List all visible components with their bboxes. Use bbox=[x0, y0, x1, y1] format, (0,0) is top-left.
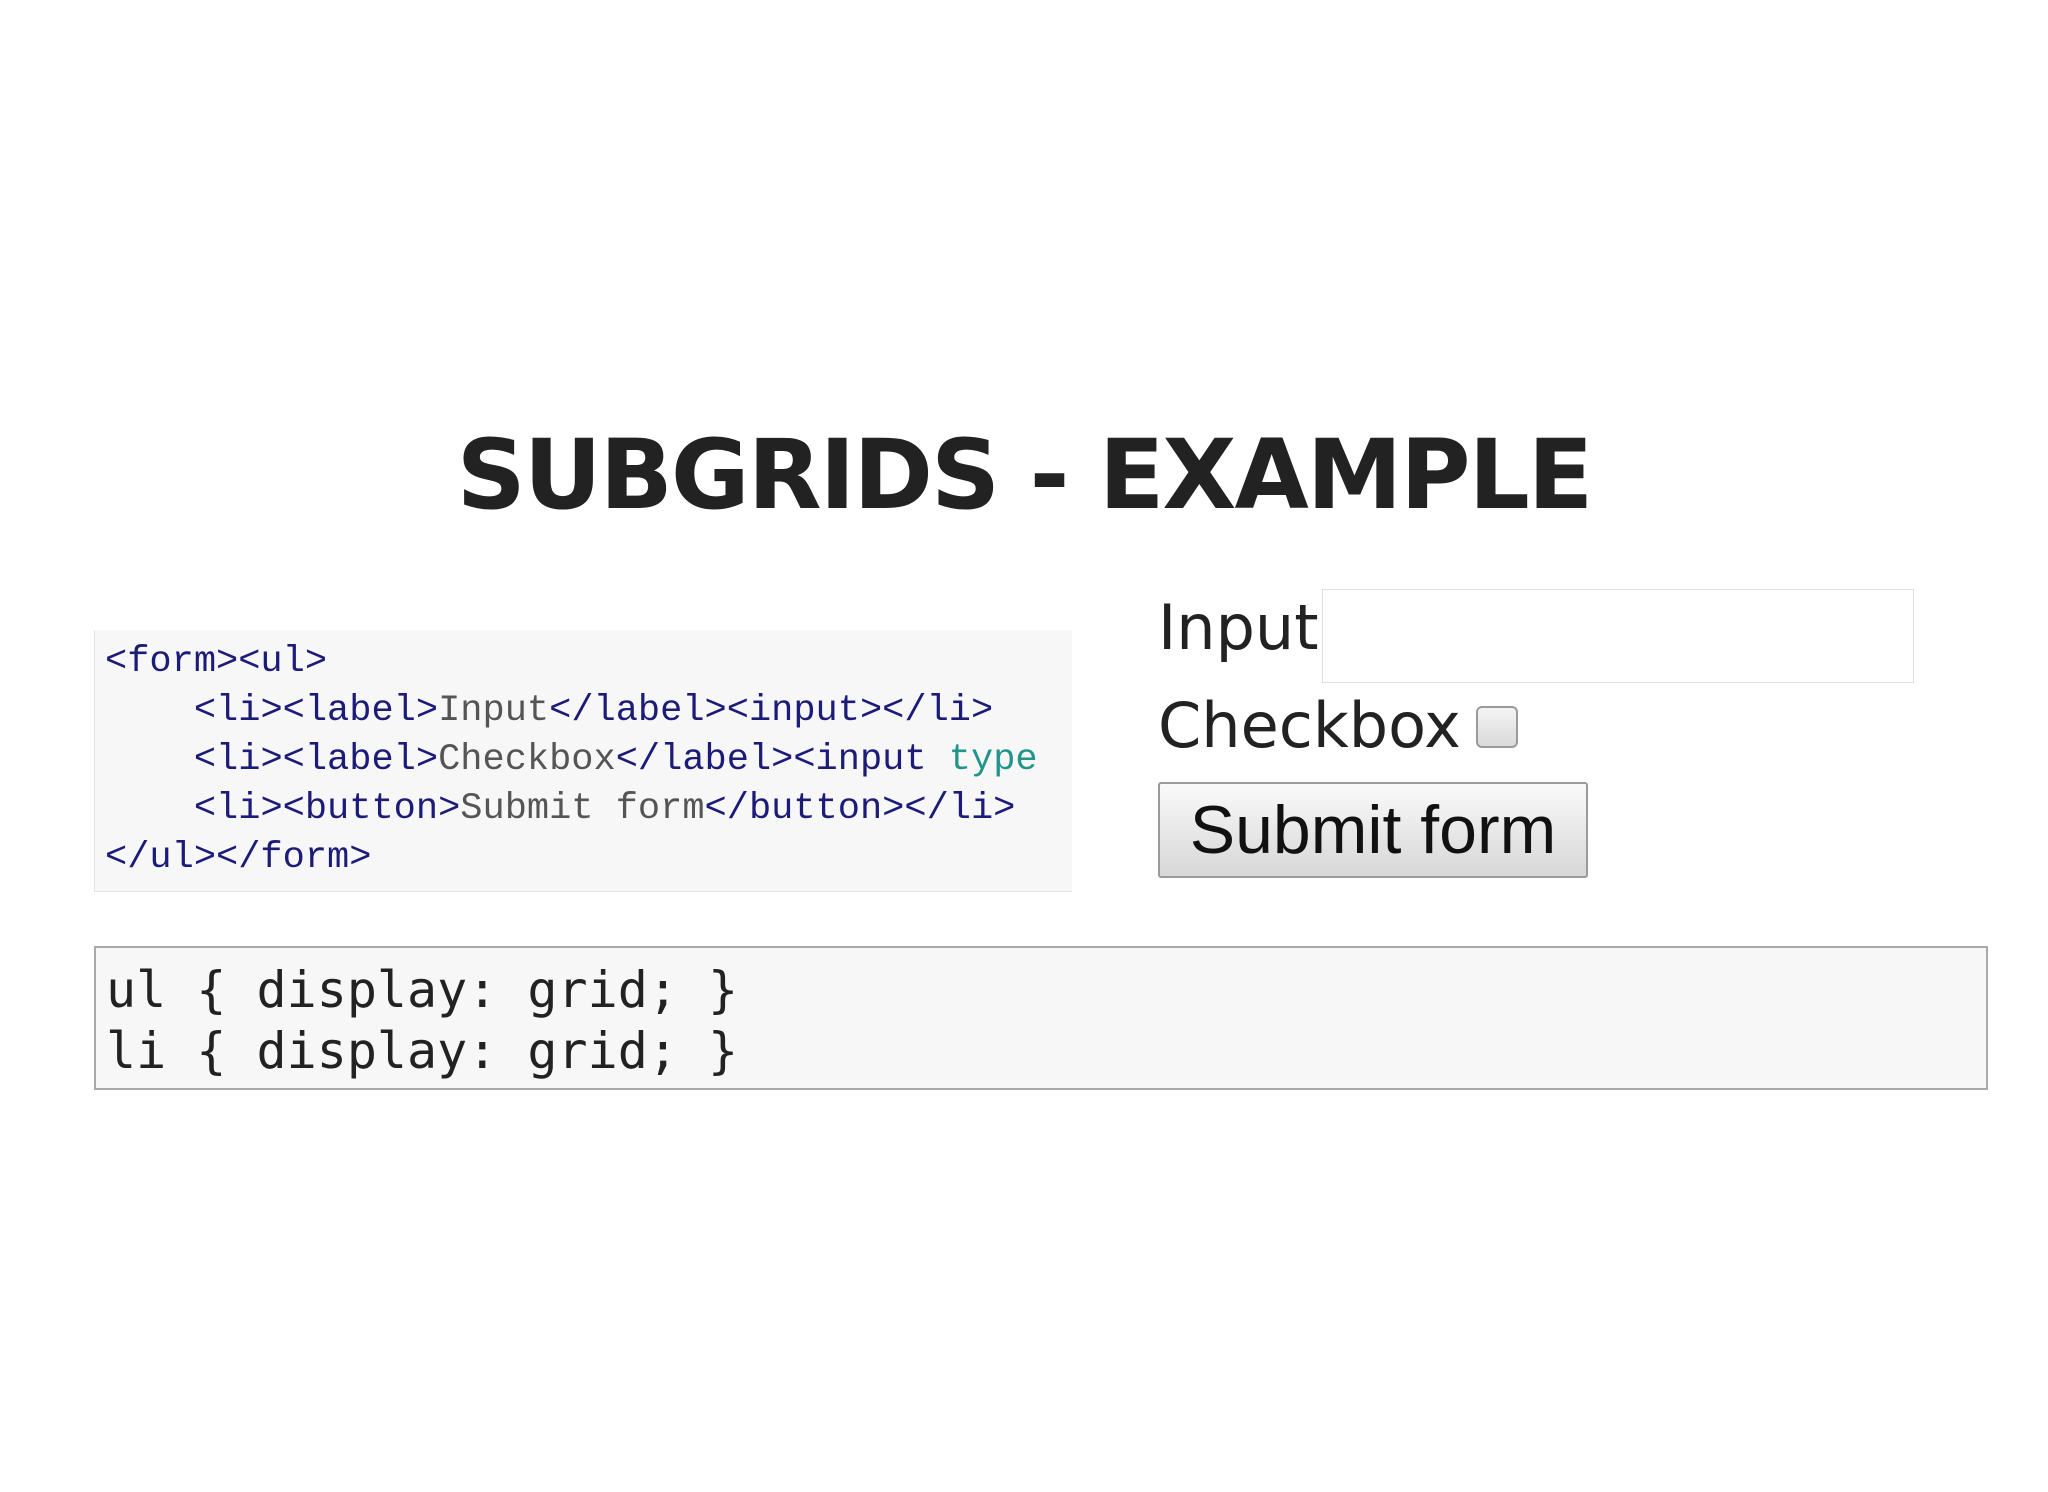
code-token-tag: <li><button> bbox=[193, 788, 461, 830]
css-code-text: ul { display: grid; } li { display: grid… bbox=[106, 961, 979, 1088]
code-token-tag: <li><label> bbox=[193, 690, 439, 732]
code-token-text bbox=[105, 788, 194, 830]
html-code-text: <form><ul> <li><label>Input</label><inpu… bbox=[95, 630, 1072, 883]
code-token-attr: type bbox=[948, 739, 1038, 781]
demo-checkbox[interactable] bbox=[1476, 706, 1518, 748]
input-row: Input bbox=[1158, 588, 1319, 668]
code-token-tag: </button></li> bbox=[704, 788, 1016, 830]
html-code-block: <form><ul> <li><label>Input</label><inpu… bbox=[94, 630, 1072, 892]
slide-title: SUBGRIDS - EXAMPLE bbox=[456, 419, 1594, 531]
code-token-tag: </label><input bbox=[615, 739, 949, 781]
checkbox-label: Checkbox bbox=[1158, 689, 1461, 762]
code-token-tag: </ul></form> bbox=[105, 837, 372, 879]
css-code-block: ul { display: grid; } li { display: grid… bbox=[94, 946, 1988, 1090]
input-label: Input bbox=[1158, 591, 1319, 664]
code-token-tag: <li><label> bbox=[193, 739, 439, 781]
code-token-tag: <form><ul> bbox=[105, 641, 328, 683]
submit-form-button[interactable]: Submit form bbox=[1158, 782, 1588, 878]
code-token-tag: </label><input></li> bbox=[549, 690, 994, 732]
checkbox-row: Checkbox bbox=[1158, 686, 1461, 766]
demo-text-input[interactable] bbox=[1322, 589, 1914, 683]
code-token-text: Submit form bbox=[460, 788, 705, 830]
code-token-text: Input bbox=[438, 690, 550, 732]
code-token-text: Checkbox bbox=[438, 739, 616, 781]
code-token-text bbox=[105, 690, 194, 732]
code-token-text bbox=[105, 739, 194, 781]
